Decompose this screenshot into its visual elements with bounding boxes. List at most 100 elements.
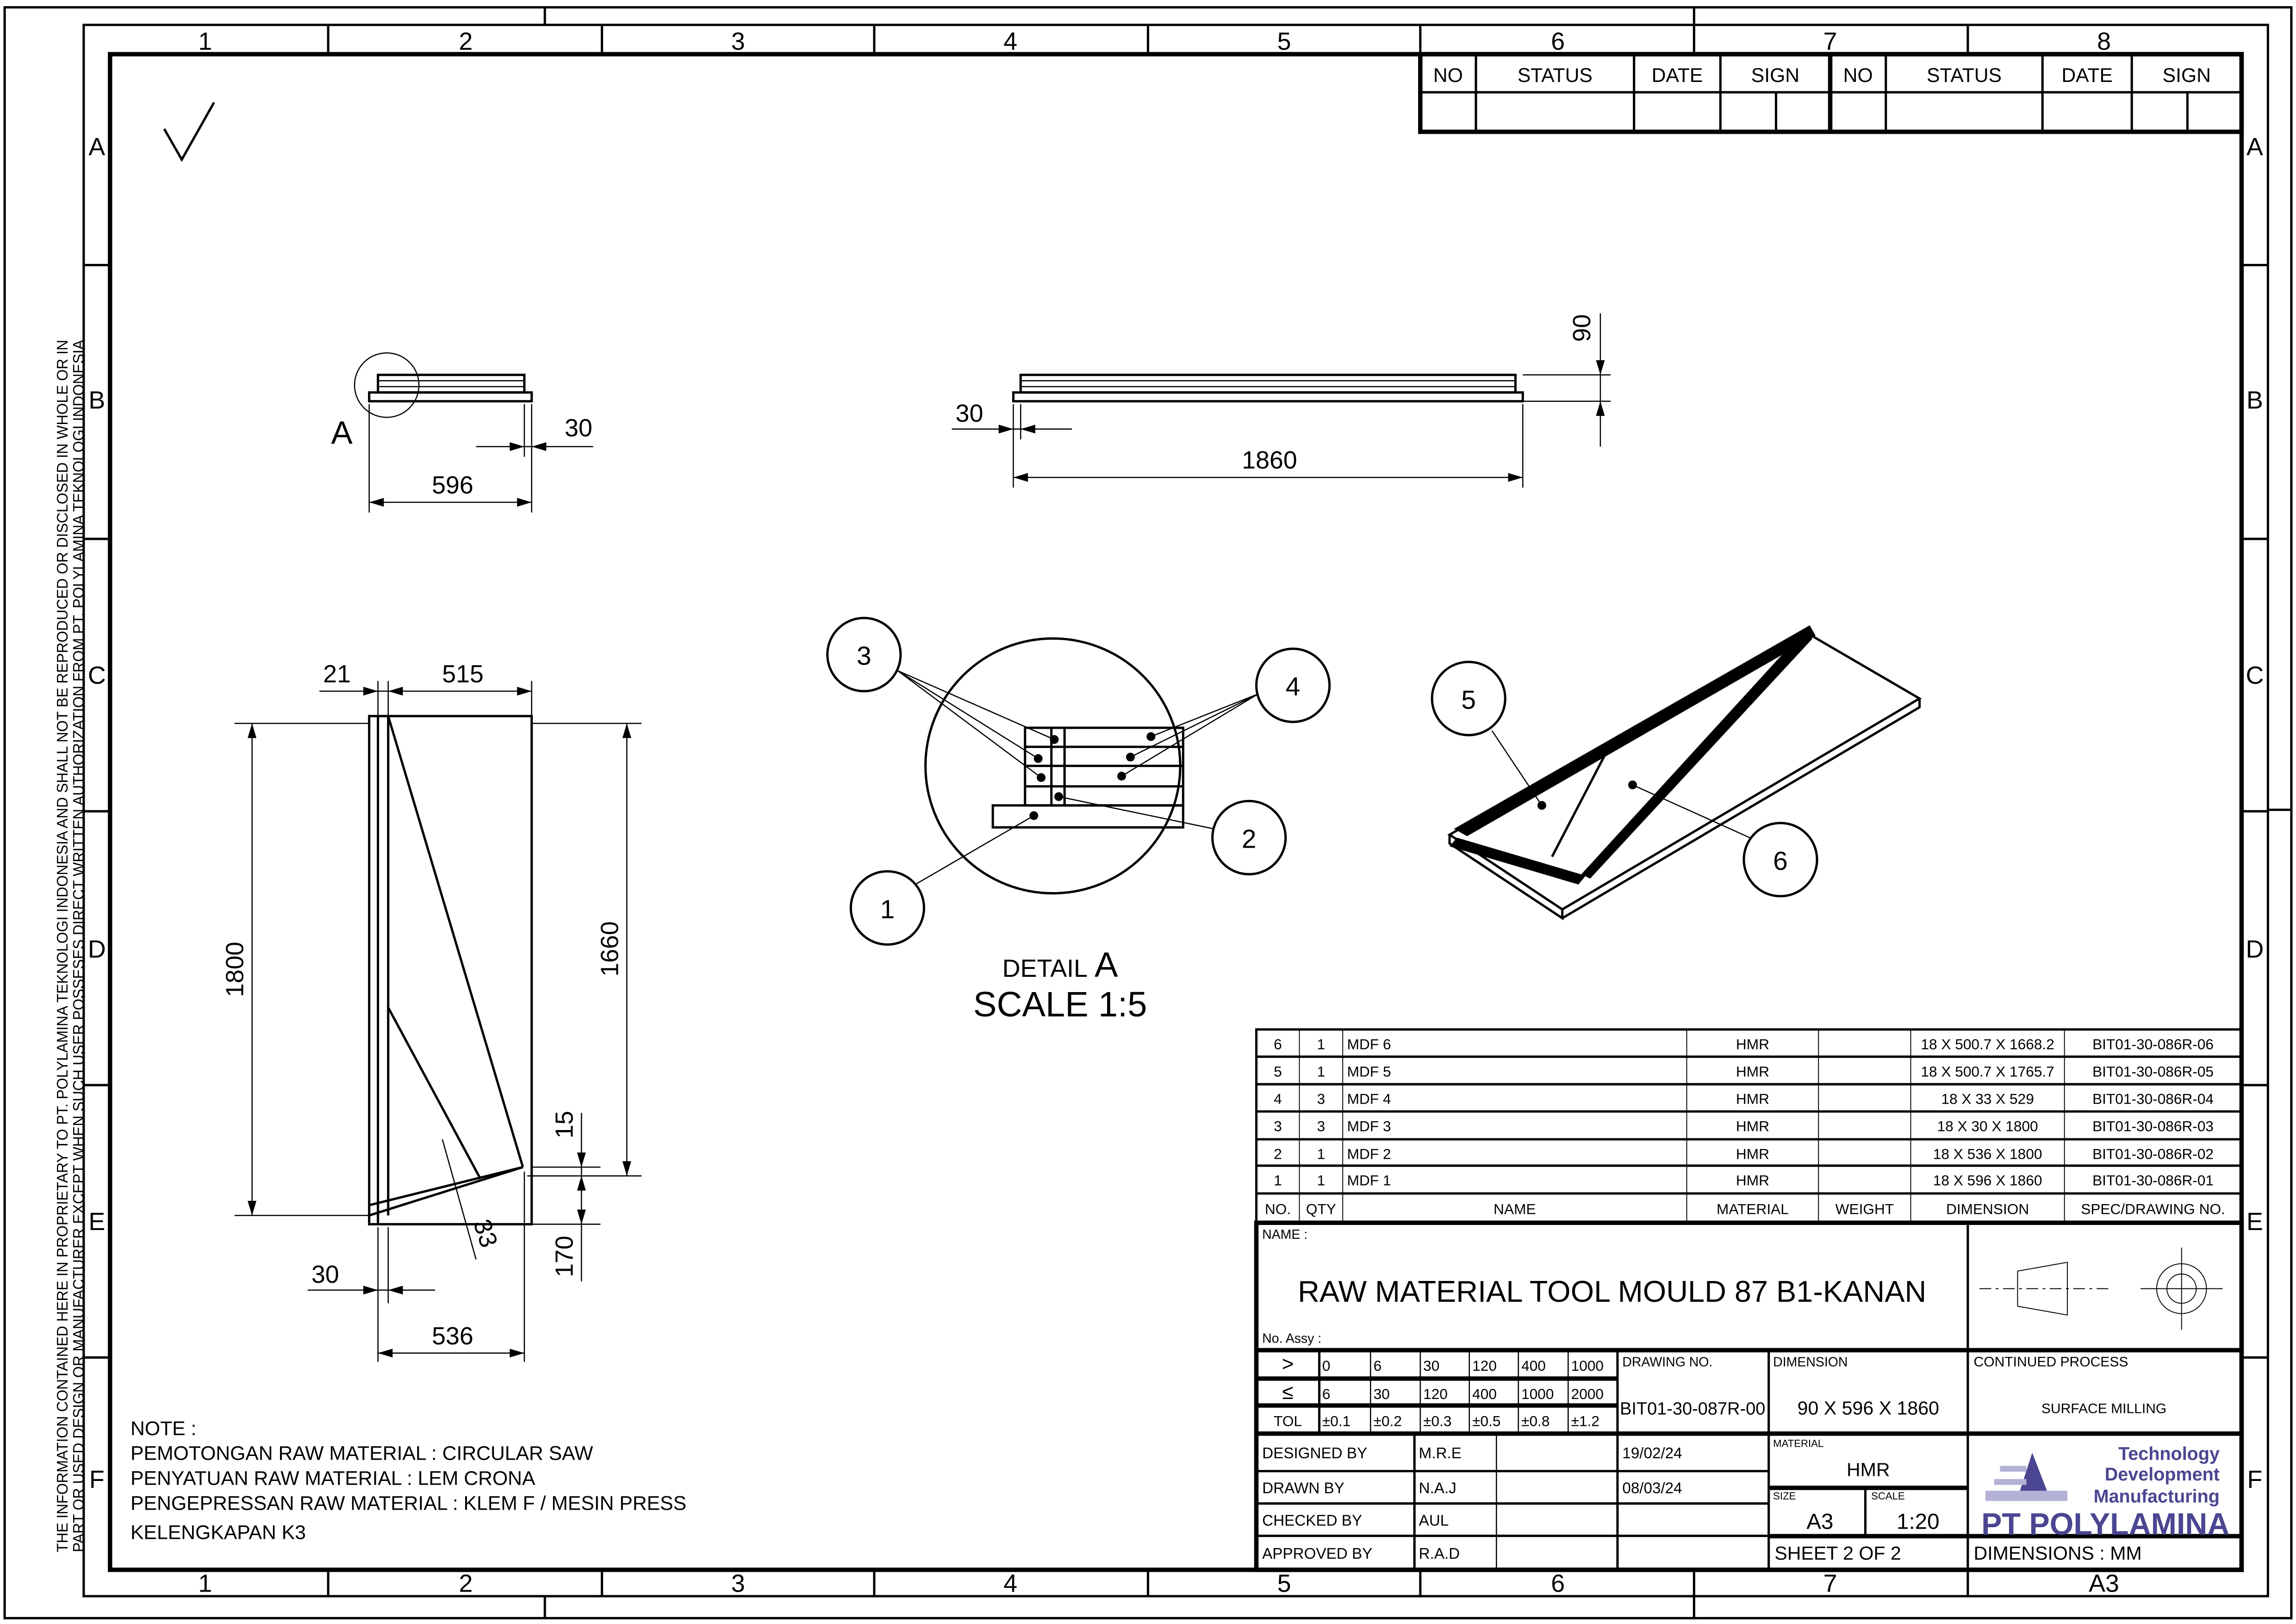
note-line: KELENGKAPAN K3 [131,1522,306,1544]
tolerance-cell: 30 [1423,1357,1439,1374]
tolerance-cell: > [1282,1353,1294,1375]
zone-column-label: 2 [459,1569,473,1597]
parts-cell: 18 X 500.7 X 1668.2 [1921,1036,2054,1052]
revision-header: NO [1433,64,1463,87]
svg-text:6: 6 [1773,846,1788,876]
tolerance-cell: ±0.5 [1472,1412,1500,1429]
dimension-30-left: 30 [565,414,592,442]
disclaimer-line-1: THE INFORMATION CONTAINED HERE IN PROPRI… [54,340,71,1552]
revision-header: SIGN [2163,64,2211,87]
parts-cell: 1 [1317,1036,1325,1052]
svg-text:4: 4 [1286,672,1300,702]
zone-row-label: A [88,133,105,161]
parts-cell: HMR [1736,1036,1769,1052]
material-value: HMR [1847,1459,1890,1480]
company-logo: Technology Development Manufacturing PT … [1981,1444,2229,1542]
tolerance-cell: ±0.3 [1423,1412,1451,1429]
zone-column-label: 2 [459,28,473,56]
revision-header: DATE [1652,64,1703,87]
zone-column-label: 4 [1003,1569,1017,1597]
scale-label: SCALE [1871,1490,1905,1502]
tolerance-cell: ±0.8 [1521,1412,1549,1429]
dimension-1860: 1860 [1242,446,1297,474]
parts-cell: 1 [1317,1172,1325,1189]
parts-cell: 2 [1274,1146,1282,1162]
parts-cell: BIT01-30-086R-02 [2092,1146,2214,1162]
dimension-label: DIMENSION [1773,1355,1848,1369]
dimension-33: 33 [468,1216,503,1250]
parts-cell: 18 X 596 X 1860 [1933,1172,2042,1189]
tolerance-cell: 400 [1521,1357,1546,1374]
detail-marker-label: A [331,414,353,450]
disclaimer-line-2: PART OR USED DESIGN OR MANUFACTURER EXCE… [70,339,87,1552]
detail-circle-marker [354,352,420,418]
signoff-role: CHECKED BY [1262,1512,1362,1529]
isometric-view: 5 6 [1431,625,1922,921]
balloon-6: 6 [1742,822,1818,898]
signoff-date: 08/03/24 [1622,1480,1682,1497]
parts-header: QTY [1306,1200,1336,1217]
sheet-frame [3,6,2293,1619]
drawing-title: RAW MATERIAL TOOL MOULD 87 B1-KANAN [1298,1274,1926,1308]
dimension-170: 170 [550,1236,578,1277]
tolerance-cell: 0 [1322,1357,1331,1374]
parts-header: NO. [1265,1200,1291,1217]
parts-header: SPEC/DRAWING NO. [2081,1200,2225,1217]
notes-title: NOTE : [131,1418,196,1440]
balloon-5: 5 [1431,661,1506,737]
size-label: SIZE [1773,1490,1796,1502]
tolerance-cell: 6 [1322,1386,1331,1402]
logo-tagline: Manufacturing [2094,1486,2220,1506]
parts-cell: HMR [1736,1091,1769,1107]
continued-process-label: CONTINUED PROCESS [1974,1354,2128,1369]
sheet-number: SHEET 2 OF 2 [1774,1543,1901,1564]
note-line: PEMOTONGAN RAW MATERIAL : CIRCULAR SAW [131,1443,593,1465]
zone-column-label: 5 [1277,28,1291,56]
dimension-30-front: 30 [311,1261,339,1288]
zone-column-label: 7 [1823,1569,1837,1597]
drawing-scale: 1:20 [1897,1509,1939,1534]
parts-cell: 3 [1274,1118,1282,1135]
zone-column-label: 6 [1551,1569,1565,1597]
parts-cell: 1 [1274,1172,1282,1189]
parts-cell: BIT01-30-086R-04 [2092,1091,2214,1107]
dimension-1660: 1660 [596,921,623,977]
detail-scale: SCALE 1:5 [973,985,1147,1024]
parts-cell: BIT01-30-086R-01 [2092,1172,2214,1189]
signoff-role: APPROVED BY [1262,1545,1372,1562]
svg-text:3: 3 [857,641,871,671]
dimension-30-right: 30 [956,400,983,427]
detail-view-a: 3 4 2 1 DETAIL A SCALE 1:5 [826,617,1331,1024]
tolerance-cell: 1000 [1571,1357,1604,1374]
logo-tagline: Technology [2118,1444,2220,1464]
parts-header: WEIGHT [1836,1200,1894,1217]
zone-column-label: 3 [731,28,745,56]
dimension-1800: 1800 [221,942,249,997]
parts-cell: MDF 3 [1347,1118,1391,1135]
parts-cell: 6 [1274,1036,1282,1052]
company-name: PT POLYLAMINA [1981,1507,2229,1542]
parts-cell: HMR [1736,1118,1769,1135]
zone-row-label: A [2246,133,2263,161]
zone-row-label: D [2246,936,2264,963]
signoff-name: N.A.J [1419,1480,1456,1497]
checkmark-icon [163,102,215,162]
parts-header: NAME [1493,1200,1536,1217]
revision-header: NO [1843,64,1873,87]
dimension-90: 90 [1568,314,1596,342]
revision-header: DATE [2061,64,2113,87]
parts-cell: HMR [1736,1063,1769,1080]
zone-column-label: 4 [1003,28,1017,56]
projection-symbol-icon [1979,1248,2223,1330]
zone-column-label: 1 [198,1569,212,1597]
svg-text:5: 5 [1461,685,1476,715]
disclaimer: THE INFORMATION CONTAINED HERE IN PROPRI… [54,339,87,1552]
